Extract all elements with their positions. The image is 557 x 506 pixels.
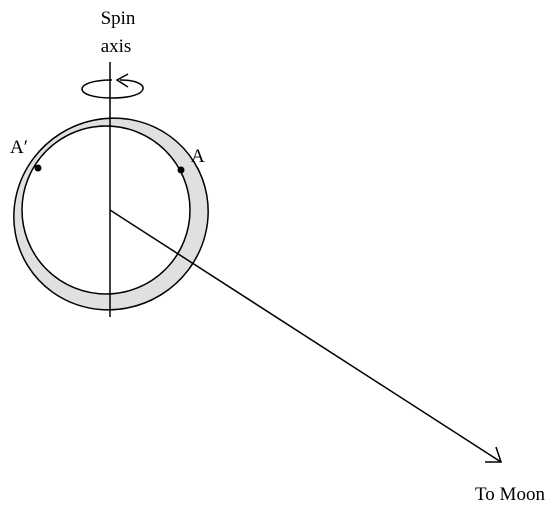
- moon-direction-line: [110, 210, 501, 462]
- spin-axis-label-line2: axis: [101, 36, 132, 57]
- point-a-prime-label: A′: [10, 137, 28, 158]
- earth-circle: [22, 126, 190, 294]
- spin-axis-label-line1: Spin: [101, 8, 136, 29]
- point-a-label: A: [191, 146, 205, 167]
- point-a-prime-marker: [35, 165, 42, 172]
- point-a-marker: [178, 167, 185, 174]
- to-moon-label: To Moon: [475, 484, 545, 505]
- rotation-arrow-icon: [82, 74, 143, 98]
